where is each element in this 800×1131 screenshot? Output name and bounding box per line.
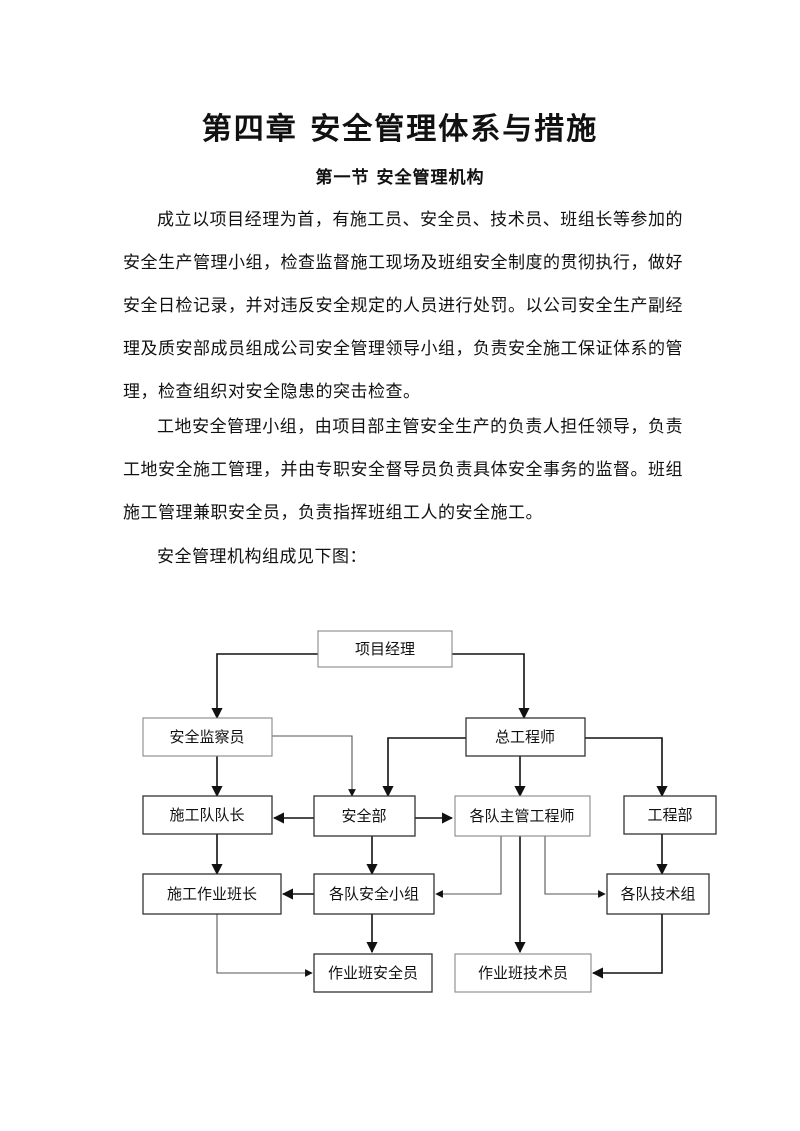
node-project-manager: 项目经理	[317, 630, 453, 668]
node-work-team-technician: 作业班技术员	[454, 953, 592, 993]
node-label: 项目经理	[355, 640, 415, 658]
node-label: 安全监察员	[169, 728, 244, 746]
node-label: 施工作业班长	[167, 885, 257, 903]
chapter-title: 第四章 安全管理体系与措施	[201, 112, 599, 147]
node-work-team-safety-officer: 作业班安全员	[313, 953, 433, 993]
node-team-chief-engineers: 各队主管工程师	[454, 795, 591, 837]
section-title: 第一节 安全管理机构	[315, 168, 485, 188]
paragraph-1: 成立以项目经理为首，有施工员、安全员、技术员、班组长等参加的安全生产管理小组，检…	[123, 210, 683, 402]
node-label: 作业班技术员	[478, 964, 568, 982]
paragraph-2: 工地安全管理小组，由项目部主管安全生产的负责人担任领导，负责工地安全施工管理，并…	[123, 417, 683, 523]
node-chief-engineer: 总工程师	[465, 717, 586, 757]
node-label: 工程部	[647, 806, 692, 824]
node-team-safety-groups: 各队安全小组	[313, 873, 435, 915]
node-label: 各队技术组	[620, 885, 695, 903]
node-team-technical-groups: 各队技术组	[606, 873, 710, 915]
node-label: 安全部	[341, 807, 386, 825]
node-safety-department: 安全部	[313, 795, 416, 837]
node-safety-inspector: 安全监察员	[142, 717, 273, 757]
connector-lines	[211, 653, 668, 979]
node-label: 各队主管工程师	[469, 807, 574, 825]
node-engineering-department: 工程部	[623, 795, 717, 835]
node-label: 各队安全小组	[329, 885, 419, 903]
node-label: 施工队队长	[169, 806, 244, 824]
node-construction-team-leader: 施工队队长	[142, 795, 273, 835]
paragraph-3: 安全管理机构组成见下图：	[157, 547, 367, 567]
node-work-team-leader: 施工作业班长	[142, 873, 282, 915]
node-label: 作业班安全员	[328, 964, 418, 982]
node-label: 总工程师	[495, 728, 555, 746]
